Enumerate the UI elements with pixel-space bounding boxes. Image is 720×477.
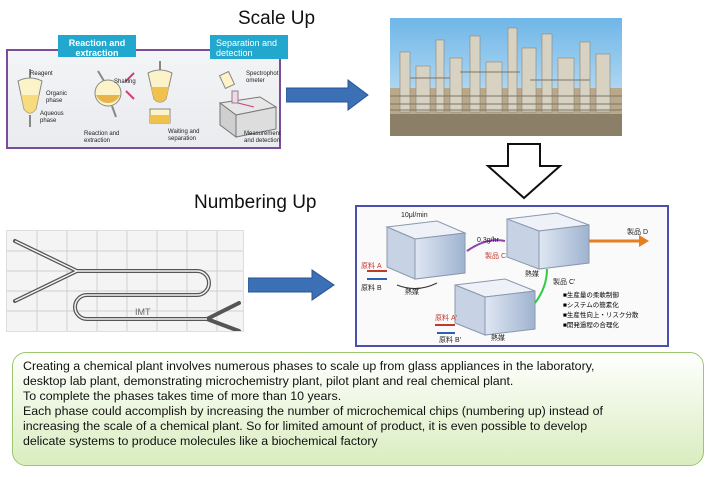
caption-line: increasing the scale of a chemical plant… — [23, 419, 588, 433]
shaking-flask-icon — [94, 70, 135, 118]
numbering-up-heading: Numbering Up — [194, 192, 317, 213]
product-d-label: 製品 D — [627, 229, 648, 236]
imt-label: IMT — [135, 307, 151, 317]
organic-phase-label: Organic phase — [46, 91, 68, 104]
benefits-list: ■生産量の柔軟制御 ■システムの簡素化 ■生産性向上・リスク分散 ■開発過程の合… — [563, 291, 638, 331]
flow-rate-1-label: 10μl/min — [401, 212, 428, 219]
caption-line: delicate systems to produce molecules li… — [23, 434, 378, 448]
caption-line: desktop lab plant, demonstrating microch… — [23, 374, 514, 388]
reagent-label: Reagent — [30, 71, 53, 77]
scale-up-heading: Scale Up — [238, 8, 316, 29]
separation-detection-tab: Separation and detection — [210, 35, 288, 59]
microreactor-panel: 10μl/min 0.3g/hr 原料 A 原料 B 熱媒 製品 C 熱媒 製品… — [355, 205, 669, 347]
raw-material-a-label: 原料 A — [361, 263, 382, 270]
reactor-block-1 — [385, 220, 467, 280]
chemical-plant-photo — [390, 18, 622, 136]
shaking-label: Shaking — [114, 79, 136, 85]
lab-glassware-illustration — [17, 61, 278, 138]
caption-line: Creating a chemical plant involves numer… — [23, 359, 595, 373]
caption-box: Creating a chemical plant involves numer… — [12, 352, 704, 466]
arrow-right-icon — [286, 79, 369, 111]
microchip-channel-illustration — [7, 231, 243, 331]
arrow-down-icon — [485, 143, 563, 200]
reaction-extraction-tab: Reaction and extraction — [58, 35, 136, 58]
heat-medium-label: 熱媒 — [405, 289, 419, 296]
product-c-prime-label: 製品 C' — [553, 279, 576, 286]
microchip-panel: IMT — [6, 230, 244, 332]
reaction-extraction-label: Reaction and extraction — [84, 131, 120, 144]
flow-rate-2-label: 0.3g/hr — [477, 237, 499, 244]
raw-material-a-prime-label: 原料 A' — [435, 315, 457, 322]
spectrophotometer-icon — [218, 70, 278, 138]
measurement-detection-label: Measurement and detection — [244, 131, 281, 144]
benefit-item: ■開発過程の合理化 — [563, 322, 619, 329]
aqueous-phase-label: Aqueous phase — [40, 111, 64, 124]
benefit-item: ■システムの簡素化 — [563, 302, 619, 309]
raw-material-b-label: 原料 B — [361, 285, 382, 292]
spectrophotometer-label: Spectrophot ometer — [246, 71, 279, 84]
product-c-label: 製品 C — [485, 253, 506, 260]
waiting-separation-label: Waiting and separation — [168, 129, 200, 142]
caption-line: To complete the phases takes time of mor… — [23, 389, 342, 403]
reactor-block-3 — [454, 278, 536, 336]
caption-line: Each phase could accomplish by increasin… — [23, 404, 603, 418]
heat-medium-2-label: 熱媒 — [525, 271, 539, 278]
microreactor-stack-illustration — [367, 212, 649, 336]
separatory-funnel-icon — [17, 69, 43, 127]
arrow-right-icon-2 — [248, 269, 335, 301]
benefit-item: ■生産性向上・リスク分散 — [563, 312, 639, 319]
lab-glassware-panel: Reagent Organic phase Aqueous phase Shak… — [6, 49, 281, 149]
waiting-funnel-icon — [147, 61, 173, 124]
reactor-block-2 — [506, 212, 590, 270]
heat-medium-3-label: 熱媒 — [491, 335, 505, 342]
raw-material-b-prime-label: 原料 B' — [439, 337, 461, 344]
benefit-item: ■生産量の柔軟制御 — [563, 292, 619, 299]
